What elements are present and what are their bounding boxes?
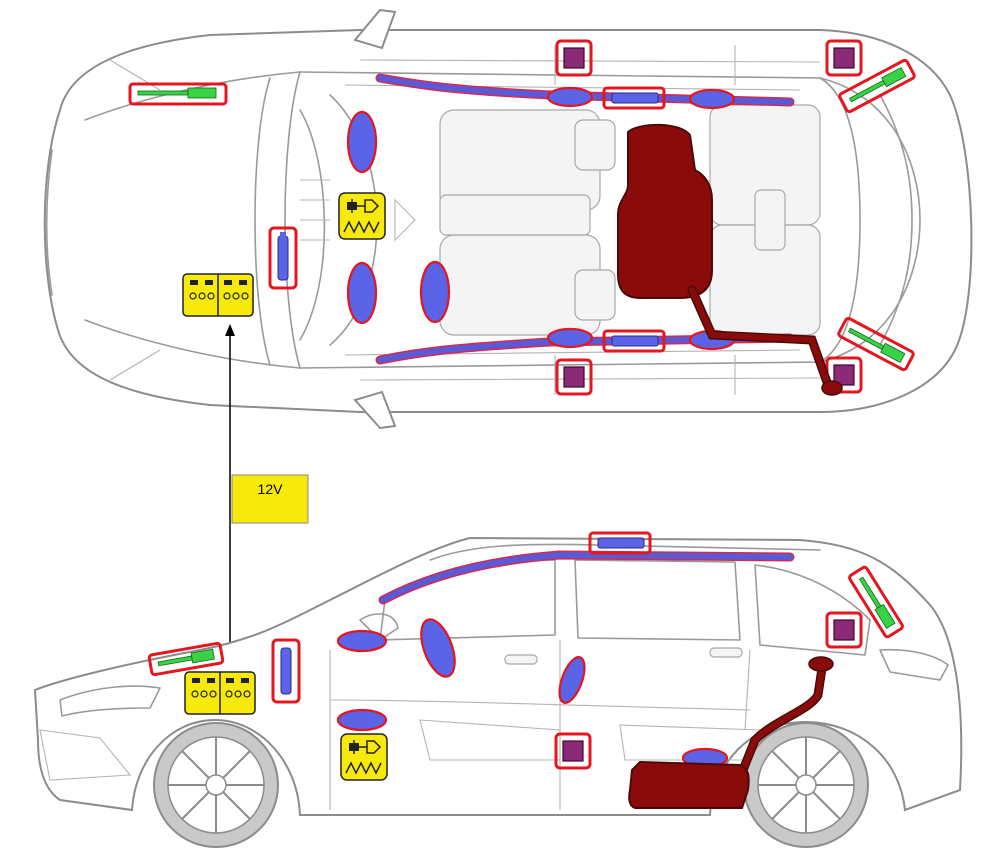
control-unit-icon	[555, 39, 593, 77]
airbag-icon	[336, 708, 388, 732]
battery-icon	[184, 671, 256, 715]
fuel-tank-icon	[617, 123, 843, 396]
pretensioner-icon	[338, 192, 386, 240]
top-view-car	[43, 8, 973, 430]
airbag-icon	[336, 629, 388, 653]
control-unit-icon	[554, 732, 592, 770]
side-view-car	[33, 536, 963, 816]
airbag-icon	[346, 261, 378, 325]
airbag-icon	[558, 656, 586, 704]
control-unit-icon	[555, 358, 593, 396]
top-curtain-airbag-left	[375, 73, 795, 110]
airbag-icon	[271, 638, 301, 704]
side-curtain-airbag	[378, 550, 795, 605]
rear-wheel	[743, 722, 869, 848]
airbag-icon	[268, 226, 298, 290]
gas-strut-icon	[837, 316, 915, 372]
control-unit-icon	[825, 611, 863, 649]
control-unit-icon	[825, 39, 863, 77]
front-wheel	[153, 722, 279, 848]
gas-strut-icon	[838, 58, 916, 114]
gas-strut-icon	[128, 82, 228, 106]
airbag-icon	[419, 260, 451, 324]
top-curtain-airbag-right	[375, 327, 795, 365]
airbag-icon	[346, 110, 378, 174]
fuel-tank-icon	[628, 656, 834, 809]
airbag-icon	[420, 618, 456, 678]
voltage-label-box: 12V	[231, 474, 309, 524]
battery-icon	[182, 273, 254, 317]
voltage-label: 12V	[258, 481, 284, 497]
pretensioner-icon	[340, 733, 388, 781]
gas-strut-icon	[147, 641, 225, 677]
gas-generator-icon	[602, 86, 666, 110]
gas-strut-icon	[848, 565, 904, 639]
gas-generator-icon	[602, 329, 666, 353]
gas-generator-icon	[588, 531, 652, 555]
